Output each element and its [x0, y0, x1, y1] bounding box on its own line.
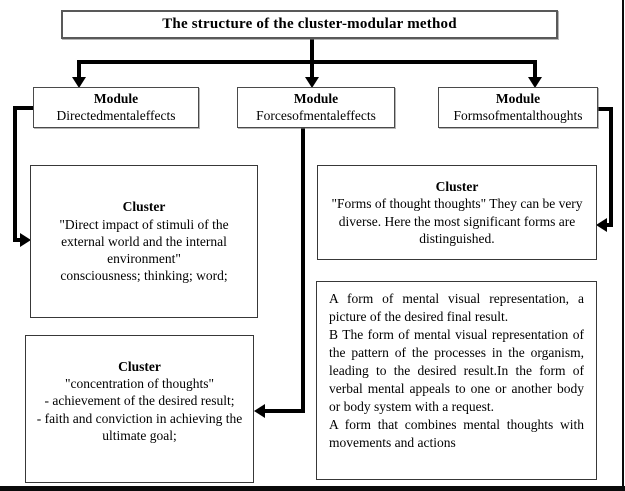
- arrowhead-left-into-concentration-icon: [254, 404, 265, 418]
- module-label: Formsofmentalthoughts: [453, 107, 583, 123]
- cluster-quote: "Direct impact of stimuli of the externa…: [59, 216, 229, 267]
- cluster-header: Cluster: [122, 199, 166, 215]
- module-header: Module: [495, 90, 541, 106]
- module-box-forces-of-mental-effects: Module Forcesofmentaleffects: [237, 87, 395, 128]
- connector-center-module-to-cluster: [264, 128, 305, 413]
- cluster-header: Cluster: [118, 358, 161, 374]
- cluster-box-concentration: Cluster "concentration of thoughts" - ac…: [25, 335, 254, 483]
- diagram-title: The structure of the cluster-modular met…: [162, 16, 457, 32]
- page-frame-right-border: [622, 0, 624, 491]
- cluster-box-direct-impact: Cluster "Direct impact of stimuli of the…: [30, 165, 258, 318]
- cluster-header: Cluster: [435, 178, 479, 194]
- module-label: Forcesofmentaleffects: [256, 107, 376, 123]
- cluster-text: "Forms of thought thoughts" They can be …: [331, 196, 583, 246]
- arrowhead-left-into-forms-icon: [596, 218, 607, 232]
- forms-detail-box: A form of mental visual representation, …: [316, 281, 597, 480]
- title-box: The structure of the cluster-modular met…: [61, 10, 558, 39]
- forms-detail-paragraph: B The form of mental visual representati…: [329, 326, 584, 414]
- cluster-quote: "concentration of thoughts": [65, 376, 214, 392]
- module-box-directed-mental-effects: Module Directedmentaleffects: [33, 87, 199, 128]
- module-box-forms-of-mental-thoughts: Module Formsofmentalthoughts: [438, 87, 598, 128]
- module-header: Module: [93, 90, 139, 106]
- module-header: Module: [293, 90, 339, 106]
- connector-distributor-bar: [77, 60, 537, 80]
- connector-right-module-to-cluster: [597, 107, 613, 227]
- module-label: Directedmentaleffects: [56, 107, 176, 123]
- cluster-items: consciousness; thinking; word;: [60, 268, 228, 284]
- cluster-item: - achievement of the desired result;: [44, 393, 235, 409]
- forms-detail-paragraph: A form of mental visual representation, …: [329, 291, 584, 324]
- cluster-item: - faith and conviction in achieving the …: [36, 410, 243, 443]
- forms-detail-paragraph: A form that combines mental thoughts wit…: [329, 416, 584, 450]
- cluster-box-forms-of-thought: Cluster "Forms of thought thoughts" They…: [317, 165, 597, 260]
- page-frame-bottom-border: [0, 486, 625, 491]
